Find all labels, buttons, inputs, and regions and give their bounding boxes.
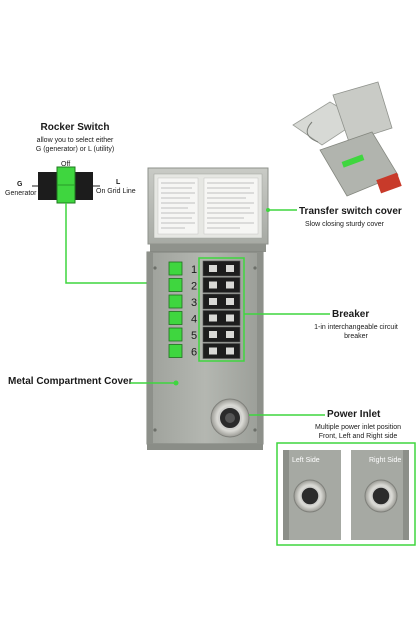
circuit-number-3: 3 — [191, 297, 197, 309]
metal-cover-title: Metal Compartment Cover — [8, 376, 133, 387]
breaker-1[interactable] — [202, 260, 241, 277]
circuit-number-2: 2 — [191, 281, 197, 293]
panel-rocker-switch-6[interactable] — [168, 344, 183, 358]
transfer-cover-title: Transfer switch cover — [299, 206, 402, 217]
circuit-number-6: 6 — [191, 347, 197, 359]
breaker-handle-4-a — [209, 314, 217, 322]
product-thumbnail — [292, 81, 402, 197]
power-inlet-front — [210, 398, 250, 438]
circuit-rows: 1 2 3 4 5 6 — [168, 260, 241, 359]
breaker-handle-2-b — [226, 281, 234, 289]
rocker-switch — [32, 166, 100, 204]
inset-left-label: Left Side — [292, 457, 320, 464]
inset-right-label: Right Side — [369, 457, 402, 464]
breaker-title: Breaker — [332, 309, 370, 320]
power-inlet-title: Power Inlet — [327, 409, 381, 420]
breaker-4[interactable] — [202, 310, 241, 326]
breaker-desc-2: breaker — [344, 333, 368, 340]
transfer-cover-desc: Slow closing sturdy cover — [305, 221, 384, 228]
breaker-5[interactable] — [202, 326, 241, 343]
power-inlet-desc-2: Front, Left and Right side — [318, 433, 398, 440]
breaker-desc-1: 1-in interchangeable circuit — [314, 324, 398, 331]
inlet-positions-inset — [276, 442, 416, 546]
rocker-g-label: G — [17, 181, 23, 188]
panel-rocker-switch-3[interactable] — [168, 294, 183, 309]
rocker-switch-desc-2: G (generator) or L (utility) — [35, 146, 115, 153]
breaker-handle-6-b — [226, 347, 234, 355]
breaker-highlight-box — [198, 257, 245, 362]
rocker-switch-title: Rocker Switch — [40, 122, 110, 133]
rocker-switch-desc-1: allow you to select either — [36, 137, 114, 144]
panel-rocker-switch-2[interactable] — [168, 278, 183, 292]
breaker-handle-6-a — [209, 347, 217, 355]
breaker-2[interactable] — [202, 277, 241, 293]
breaker-6[interactable] — [202, 343, 241, 359]
rocker-connector-line — [65, 203, 168, 284]
breaker-handle-5-a — [209, 331, 217, 338]
breaker-handle-2-a — [209, 281, 217, 289]
breaker-handle-5-b — [226, 331, 234, 338]
circuit-number-4: 4 — [191, 314, 197, 326]
rocker-g-sub: Generator — [5, 190, 37, 197]
transfer-switch-cover — [147, 167, 269, 252]
breaker-3[interactable] — [202, 293, 241, 310]
panel-rocker-switch-1[interactable] — [168, 261, 183, 276]
breaker-handle-4-b — [226, 314, 234, 322]
panel-rocker-switch-5[interactable] — [168, 327, 183, 342]
breaker-handle-1-a — [209, 265, 217, 272]
circuit-number-1: 1 — [191, 264, 197, 276]
circuit-number-5: 5 — [191, 330, 197, 342]
power-inlet-desc-1: Multiple power inlet position — [315, 424, 401, 431]
rocker-l-sub: On Grid Line — [96, 188, 136, 195]
panel-rocker-switch-4[interactable] — [168, 311, 183, 325]
rocker-l-label: L — [116, 179, 121, 186]
breaker-handle-3-a — [209, 298, 217, 305]
rocker-off-label: Off — [61, 161, 71, 168]
breaker-handle-1-b — [226, 265, 234, 272]
breaker-handle-3-b — [226, 298, 234, 305]
